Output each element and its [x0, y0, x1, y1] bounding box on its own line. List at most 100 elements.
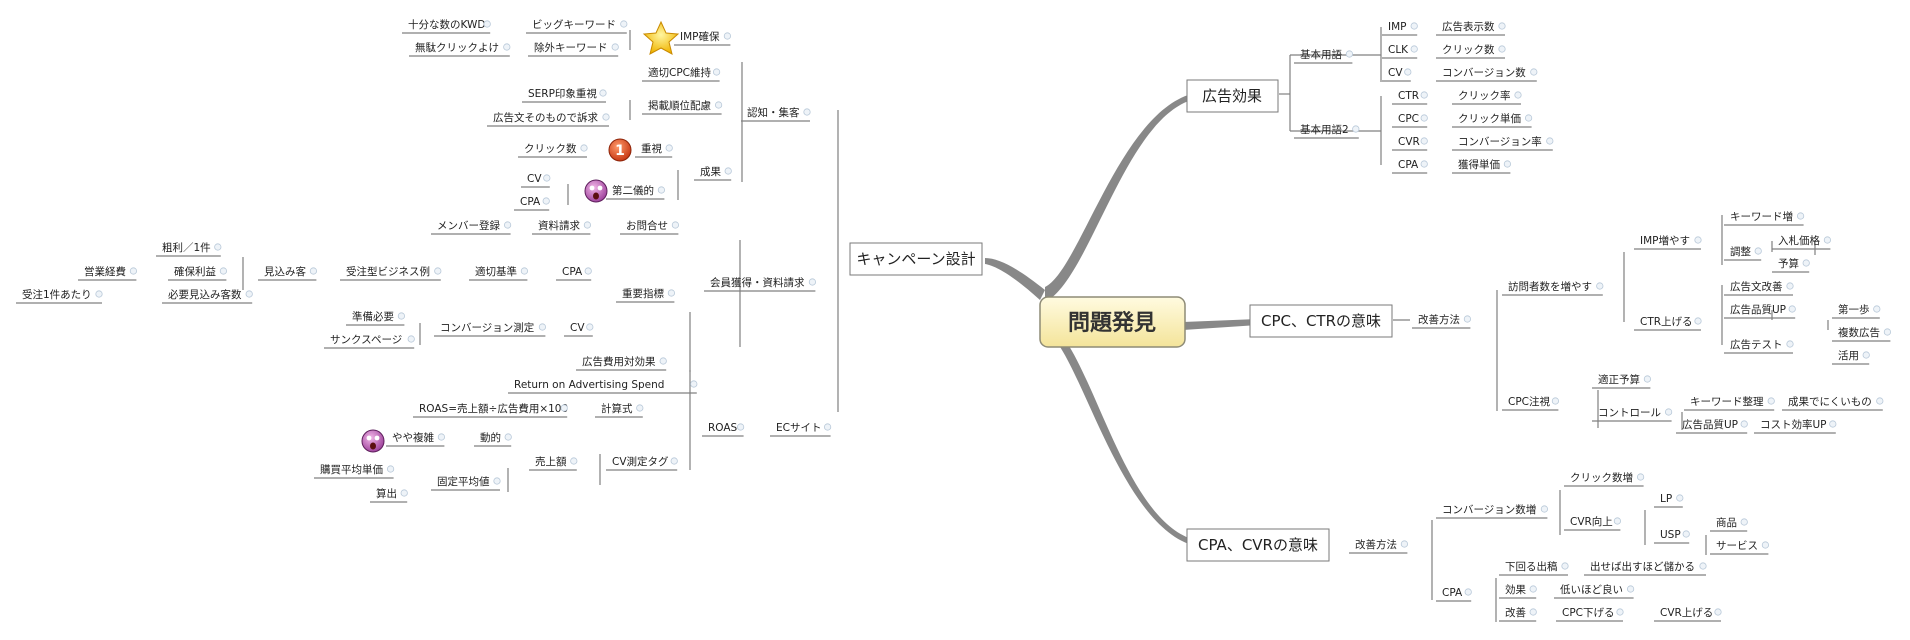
collapse-toggle-icon[interactable] — [1797, 212, 1805, 220]
collapse-toggle-icon[interactable] — [1529, 585, 1537, 593]
map-node-c-use[interactable]: 活用 — [1832, 350, 1870, 365]
map-node-n-avg[interactable]: 購買平均単価 — [314, 463, 395, 479]
map-node-n-profit[interactable]: 確保利益 — [168, 265, 227, 281]
map-node-c-propbud[interactable]: 適正予算 — [1592, 373, 1652, 389]
map-node-n-member[interactable]: 会員獲得・資料請求 — [704, 276, 817, 292]
collapse-toggle-icon[interactable] — [434, 267, 442, 275]
map-node-n-adapp[interactable]: 広告文そのもので訴求 — [487, 111, 610, 127]
map-node-n-cv[interactable]: CV — [521, 173, 551, 188]
map-node-n-fixed[interactable]: 固定平均値 — [431, 475, 501, 491]
map-node-n-dyn[interactable]: 動的 — [474, 431, 512, 447]
collapse-toggle-icon[interactable] — [586, 323, 594, 331]
map-node-k1a[interactable]: IMP — [1382, 21, 1418, 36]
map-node-p-eff[interactable]: 効果 — [1499, 583, 1537, 599]
map-node-n-aware[interactable]: 認知・集客 — [741, 106, 811, 122]
collapse-toggle-icon[interactable] — [823, 423, 832, 431]
collapse-toggle-icon[interactable] — [483, 20, 491, 28]
collapse-toggle-icon[interactable] — [1352, 125, 1360, 133]
collapse-toggle-icon[interactable] — [214, 243, 222, 251]
map-node-n-big[interactable]: ビッグキーワード — [526, 18, 628, 34]
collapse-toggle-icon[interactable] — [1767, 397, 1775, 405]
map-node-c-test[interactable]: 広告テスト — [1724, 338, 1794, 354]
collapse-toggle-icon[interactable] — [724, 167, 732, 175]
collapse-toggle-icon[interactable] — [803, 108, 811, 116]
map-node-n-cpckeep[interactable]: 適切CPC維持 — [642, 66, 721, 82]
collapse-toggle-icon[interactable] — [1873, 305, 1881, 313]
map-node-k2a[interactable]: CTR — [1392, 90, 1428, 105]
collapse-toggle-icon[interactable] — [712, 68, 721, 76]
map-node-p-usp[interactable]: USP — [1654, 529, 1690, 544]
map-node-c-imp[interactable]: 改善方法 — [1412, 313, 1472, 329]
collapse-toggle-icon[interactable] — [1345, 50, 1354, 58]
collapse-toggle-icon[interactable] — [1596, 282, 1604, 290]
collapse-toggle-icon[interactable] — [1540, 505, 1549, 513]
collapse-toggle-icon[interactable] — [1546, 137, 1554, 145]
map-node-k2[interactable]: 基本用語2 — [1294, 123, 1360, 139]
map-node-n-crit[interactable]: 適切基準 — [469, 265, 529, 281]
collapse-toggle-icon[interactable] — [1498, 45, 1506, 53]
branch-cpa[interactable]: CPA、CVRの意味 — [1186, 528, 1330, 562]
collapse-toggle-icon[interactable] — [620, 20, 628, 28]
collapse-toggle-icon[interactable] — [407, 335, 415, 343]
collapse-toggle-icon[interactable] — [386, 465, 395, 473]
map-node-n-mcpa[interactable]: CPA — [556, 266, 592, 281]
collapse-toggle-icon[interactable] — [219, 267, 227, 275]
collapse-toggle-icon[interactable] — [1404, 68, 1412, 76]
collapse-toggle-icon[interactable] — [1561, 562, 1569, 570]
collapse-toggle-icon[interactable] — [1420, 160, 1428, 168]
collapse-toggle-icon[interactable] — [1498, 22, 1506, 30]
collapse-toggle-icon[interactable] — [636, 404, 644, 412]
map-node-c-adtext[interactable]: 広告文改善 — [1724, 280, 1794, 296]
map-node-k2c[interactable]: CVR — [1392, 136, 1428, 151]
map-node-c-visit[interactable]: 訪問者数を増やす — [1502, 280, 1604, 296]
collapse-toggle-icon[interactable] — [1503, 160, 1512, 168]
collapse-toggle-icon[interactable] — [1740, 518, 1748, 526]
map-node-k2a2[interactable]: クリック率 — [1452, 89, 1522, 105]
map-node-n-adcost[interactable]: 広告費用対効果 — [576, 355, 667, 371]
map-node-n-thanks[interactable]: サンクスページ — [324, 334, 415, 349]
map-node-n-serp[interactable]: SERP印象重視 — [522, 87, 607, 103]
collapse-toggle-icon[interactable] — [1714, 608, 1722, 616]
collapse-toggle-icon[interactable] — [129, 267, 137, 275]
collapse-toggle-icon[interactable] — [493, 477, 501, 485]
collapse-toggle-icon[interactable] — [1862, 351, 1870, 359]
collapse-toggle-icon[interactable] — [602, 113, 610, 121]
map-node-c-qual2[interactable]: 広告品質UP — [1676, 418, 1748, 434]
map-node-p-cvr[interactable]: CVR向上 — [1564, 515, 1622, 531]
map-node-c-kwsort[interactable]: キーワード整理 — [1684, 395, 1775, 411]
map-node-n-kpi[interactable]: 重要指標 — [616, 287, 676, 303]
collapse-toggle-icon[interactable] — [599, 89, 607, 97]
map-node-n-cvmeas[interactable]: コンバージョン測定 — [434, 321, 547, 337]
map-node-n-ec[interactable]: ECサイト — [770, 422, 832, 437]
collapse-toggle-icon[interactable] — [1420, 114, 1428, 122]
map-node-c-hard[interactable]: 成果でにくいもの — [1782, 396, 1884, 411]
map-node-c-budget[interactable]: 予算 — [1772, 257, 1810, 273]
map-node-n-need[interactable]: 必要見込み客数 — [162, 288, 253, 304]
collapse-toggle-icon[interactable] — [503, 221, 512, 229]
map-node-p-clk[interactable]: クリック数増 — [1564, 471, 1645, 487]
collapse-toggle-icon[interactable] — [1400, 540, 1409, 548]
map-node-n-prep[interactable]: 準備必要 — [346, 310, 405, 326]
map-node-n-rank[interactable]: 掲載順位配慮 — [642, 99, 723, 115]
branch-koka[interactable]: 広告効果 — [1186, 79, 1279, 113]
collapse-toggle-icon[interactable] — [400, 489, 408, 497]
collapse-toggle-icon[interactable] — [1676, 494, 1684, 502]
map-node-p-cpa[interactable]: CPA — [1436, 587, 1472, 602]
collapse-toggle-icon[interactable] — [1786, 282, 1794, 290]
map-node-n-calc[interactable]: 計算式 — [595, 402, 644, 418]
collapse-toggle-icon[interactable] — [723, 32, 732, 40]
collapse-toggle-icon[interactable] — [503, 43, 511, 51]
collapse-toggle-icon[interactable] — [437, 433, 445, 441]
collapse-toggle-icon[interactable] — [1464, 588, 1472, 596]
map-node-k1b2[interactable]: クリック数 — [1436, 43, 1506, 59]
map-node-c-multi[interactable]: 複数広告 — [1832, 326, 1892, 342]
map-node-k1a2[interactable]: 広告表示数 — [1436, 20, 1506, 36]
collapse-toggle-icon[interactable] — [1740, 420, 1748, 428]
collapse-toggle-icon[interactable] — [1525, 114, 1533, 122]
map-node-k1c[interactable]: CV — [1382, 67, 1412, 82]
collapse-toggle-icon[interactable] — [1761, 541, 1770, 549]
collapse-toggle-icon[interactable] — [1410, 45, 1418, 53]
collapse-toggle-icon[interactable] — [504, 433, 512, 441]
map-node-n-clicks[interactable]: クリック数 — [518, 142, 588, 158]
map-node-c-ctr[interactable]: CTR上げる — [1634, 316, 1702, 331]
